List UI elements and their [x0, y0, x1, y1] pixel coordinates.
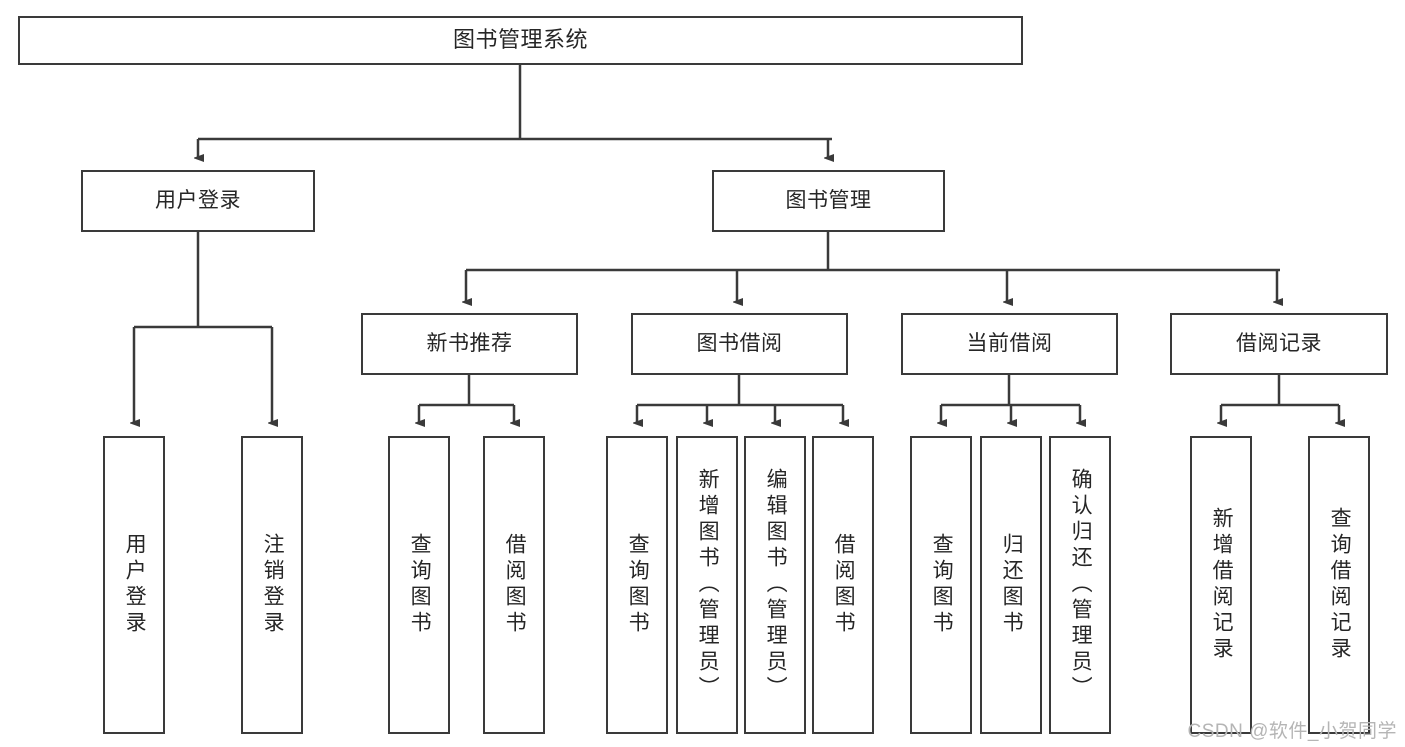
node-label: 查询图书	[626, 533, 650, 637]
leaf-current-confirm-return[interactable]: 确认归还（管理员）	[1049, 436, 1111, 734]
node-label: 编辑图书（管理员）	[764, 468, 788, 702]
edge-group-borrow-record	[1221, 375, 1339, 423]
node-user-login[interactable]: 用户登录	[81, 170, 315, 232]
leaf-new-borrow-book[interactable]: 借阅图书	[483, 436, 545, 734]
node-label: 当前借阅	[966, 332, 1053, 356]
edge-group-book-management	[466, 232, 1280, 302]
node-label: 借阅图书	[503, 533, 527, 637]
node-borrow-record[interactable]: 借阅记录	[1170, 313, 1388, 375]
node-new-book-recommend[interactable]: 新书推荐	[361, 313, 578, 375]
leaf-borrow-edit-book[interactable]: 编辑图书（管理员）	[744, 436, 806, 734]
leaf-current-query-book[interactable]: 查询图书	[910, 436, 972, 734]
node-label: 用户登录	[123, 533, 147, 637]
leaf-new-query-book[interactable]: 查询图书	[388, 436, 450, 734]
leaf-record-query[interactable]: 查询借阅记录	[1308, 436, 1370, 734]
node-label: 借阅记录	[1236, 332, 1322, 356]
node-label: 图书管理系统	[452, 27, 588, 53]
edge-group-new-book	[419, 375, 514, 423]
node-current-borrow[interactable]: 当前借阅	[901, 313, 1118, 375]
node-label: 新增借阅记录	[1210, 507, 1234, 663]
node-label: 确认归还（管理员）	[1069, 468, 1093, 702]
node-label: 查询图书	[930, 533, 954, 637]
node-label: 借阅图书	[832, 533, 856, 637]
node-label: 注销登录	[261, 533, 285, 637]
leaf-borrow-query-book[interactable]: 查询图书	[606, 436, 668, 734]
leaf-borrow-add-book[interactable]: 新增图书（管理员）	[676, 436, 738, 734]
node-label: 图书借阅	[696, 332, 783, 356]
leaf-user-logout[interactable]: 注销登录	[241, 436, 303, 734]
edge-group-user-login	[134, 232, 272, 423]
node-label: 查询借阅记录	[1328, 507, 1352, 663]
leaf-current-return-book[interactable]: 归还图书	[980, 436, 1042, 734]
node-root-system[interactable]: 图书管理系统	[18, 16, 1023, 65]
node-label: 查询图书	[408, 533, 432, 637]
edge-group-root	[198, 65, 832, 158]
leaf-record-add[interactable]: 新增借阅记录	[1190, 436, 1252, 734]
leaf-user-login[interactable]: 用户登录	[103, 436, 165, 734]
node-label: 图书管理	[785, 189, 872, 213]
node-book-borrow[interactable]: 图书借阅	[631, 313, 848, 375]
node-label: 新增图书（管理员）	[696, 468, 720, 702]
edge-group-book-borrow	[637, 375, 843, 423]
leaf-borrow-lend-book[interactable]: 借阅图书	[812, 436, 874, 734]
node-book-management[interactable]: 图书管理	[712, 170, 945, 232]
node-label: 用户登录	[155, 189, 241, 213]
edge-group-current-borrow	[941, 375, 1080, 423]
node-label: 新书推荐	[426, 332, 513, 356]
node-label: 归还图书	[1000, 533, 1024, 637]
